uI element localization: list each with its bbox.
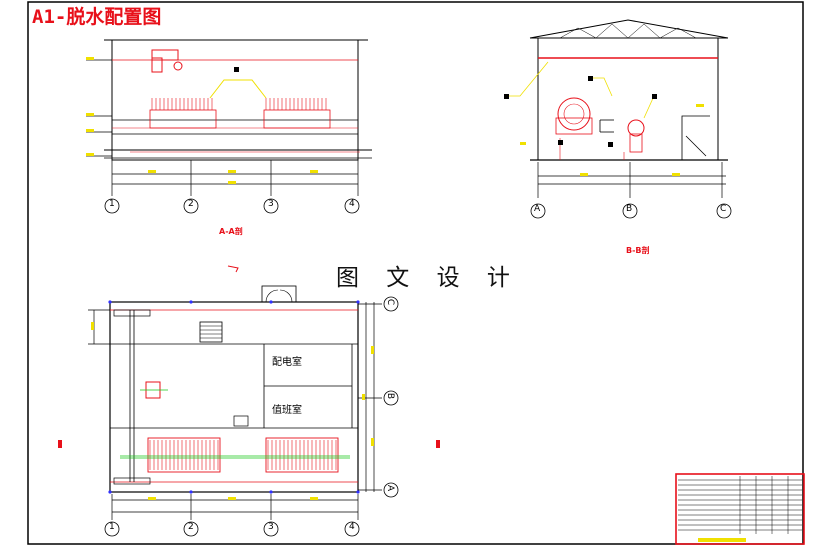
centrifuge-icon — [557, 97, 591, 131]
plan-grid-label-c: C — [385, 298, 396, 306]
plan-grid-label-1: 1 — [109, 522, 115, 532]
grid-label-2: 2 — [188, 199, 194, 209]
plan-grid-label-4: 4 — [349, 522, 355, 532]
hoist-icon — [151, 49, 179, 61]
section-bb-label: B-B剖 — [626, 246, 650, 255]
door-icon — [261, 285, 297, 303]
stairs-icon — [199, 321, 223, 343]
title-block — [675, 473, 805, 545]
plan-grid-label-2: 2 — [188, 522, 194, 532]
plan-grid-label-3: 3 — [268, 522, 274, 532]
section-aa-label: A-A剖 — [219, 227, 243, 236]
plan-view — [58, 265, 440, 537]
section-bb — [504, 19, 732, 219]
sheet-border — [27, 1, 804, 545]
watermark-text: 图 文 设 计 — [336, 265, 520, 291]
filter-press-icon — [149, 109, 331, 129]
plan-grid-label-a: A — [385, 484, 396, 492]
grid-label-c: C — [720, 204, 727, 214]
grid-label-1: 1 — [109, 199, 115, 209]
grid-label-3: 3 — [268, 199, 274, 209]
grid-label-b: B — [626, 204, 633, 214]
room-duty-label: 值班室 — [272, 405, 302, 416]
plan-grid-label-b: B — [385, 392, 396, 400]
grid-label-a: A — [534, 204, 541, 214]
grid-label-4: 4 — [349, 199, 355, 209]
section-aa — [86, 39, 372, 214]
room-electrical-label: 配电室 — [272, 357, 302, 368]
filter-press-plan-icon — [147, 437, 339, 473]
drawing-title: A1-脱水配置图 — [32, 6, 162, 28]
